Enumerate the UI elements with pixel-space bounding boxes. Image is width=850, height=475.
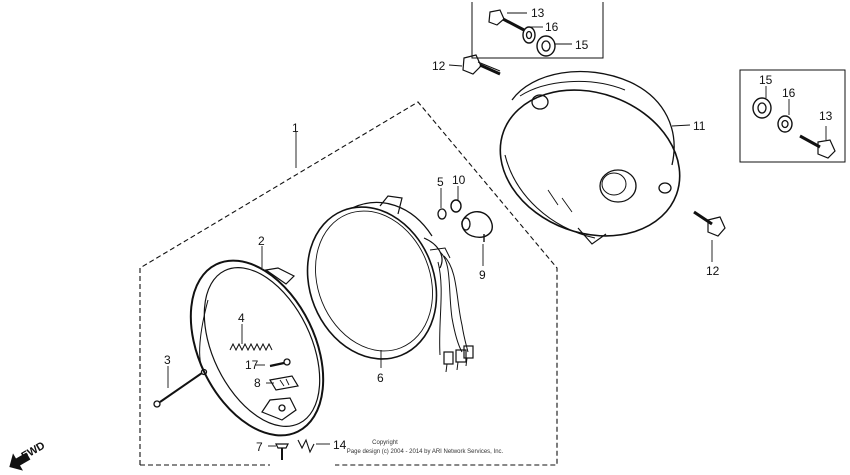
callout-16-right: 16 [782,86,796,100]
callout-12-top: 12 [432,59,446,73]
washer-15-right [752,97,772,119]
callout-16-top: 16 [545,20,559,34]
callout-17: 17 [245,358,259,372]
washer-16-top [522,26,536,44]
kit-box-top [471,2,604,59]
callout-6: 6 [377,371,384,385]
spring-4 [229,342,273,352]
callout-14: 14 [333,438,347,452]
callout-2: 2 [258,234,265,248]
copyright-line-2: Page design (c) 2004 - 2014 by ARI Netwo… [347,449,504,455]
headlight-rim [189,259,325,437]
callout-labels: 1 2 3 4 5 6 7 8 9 10 11 12 12 13 13 14 1… [164,6,833,454]
bolt-13-right [799,134,836,159]
bulb-10 [450,199,462,213]
callout-4: 4 [238,311,245,325]
assembly-boundary [139,101,558,466]
callout-15-right: 15 [759,73,773,87]
callout-1: 1 [292,121,299,135]
callout-13-top: 13 [531,6,545,20]
bolt-12-top [462,54,501,76]
bolt-13-top [488,9,525,32]
callout-5: 5 [437,175,444,189]
callout-12-right: 12 [706,264,720,278]
leader-lines [167,12,827,447]
copyright-line-1: Copyright [372,440,398,446]
washer-15-top [536,35,556,57]
socket-9 [461,211,493,242]
headlight-wiring [437,251,474,373]
headlight-unit [306,195,451,360]
callout-7: 7 [256,440,263,454]
callout-13-right: 13 [819,109,833,123]
headlight-case [499,70,681,245]
grommet-5 [437,208,447,220]
bolt-12-right [693,210,726,237]
forward-arrow-icon [9,452,31,471]
callout-8: 8 [254,376,261,390]
forward-label: FWD [20,440,48,463]
screw-7 [275,443,289,460]
callout-3: 3 [164,353,171,367]
callout-15-top: 15 [575,38,589,52]
clip-14 [297,438,315,454]
kit-box-right [739,69,846,163]
screw-3 [153,372,203,408]
callout-9: 9 [479,268,486,282]
callout-11: 11 [693,119,706,133]
screw-17 [269,358,291,368]
nut-plate-8 [269,375,299,391]
callout-10: 10 [452,173,466,187]
washer-16-right [777,115,793,133]
